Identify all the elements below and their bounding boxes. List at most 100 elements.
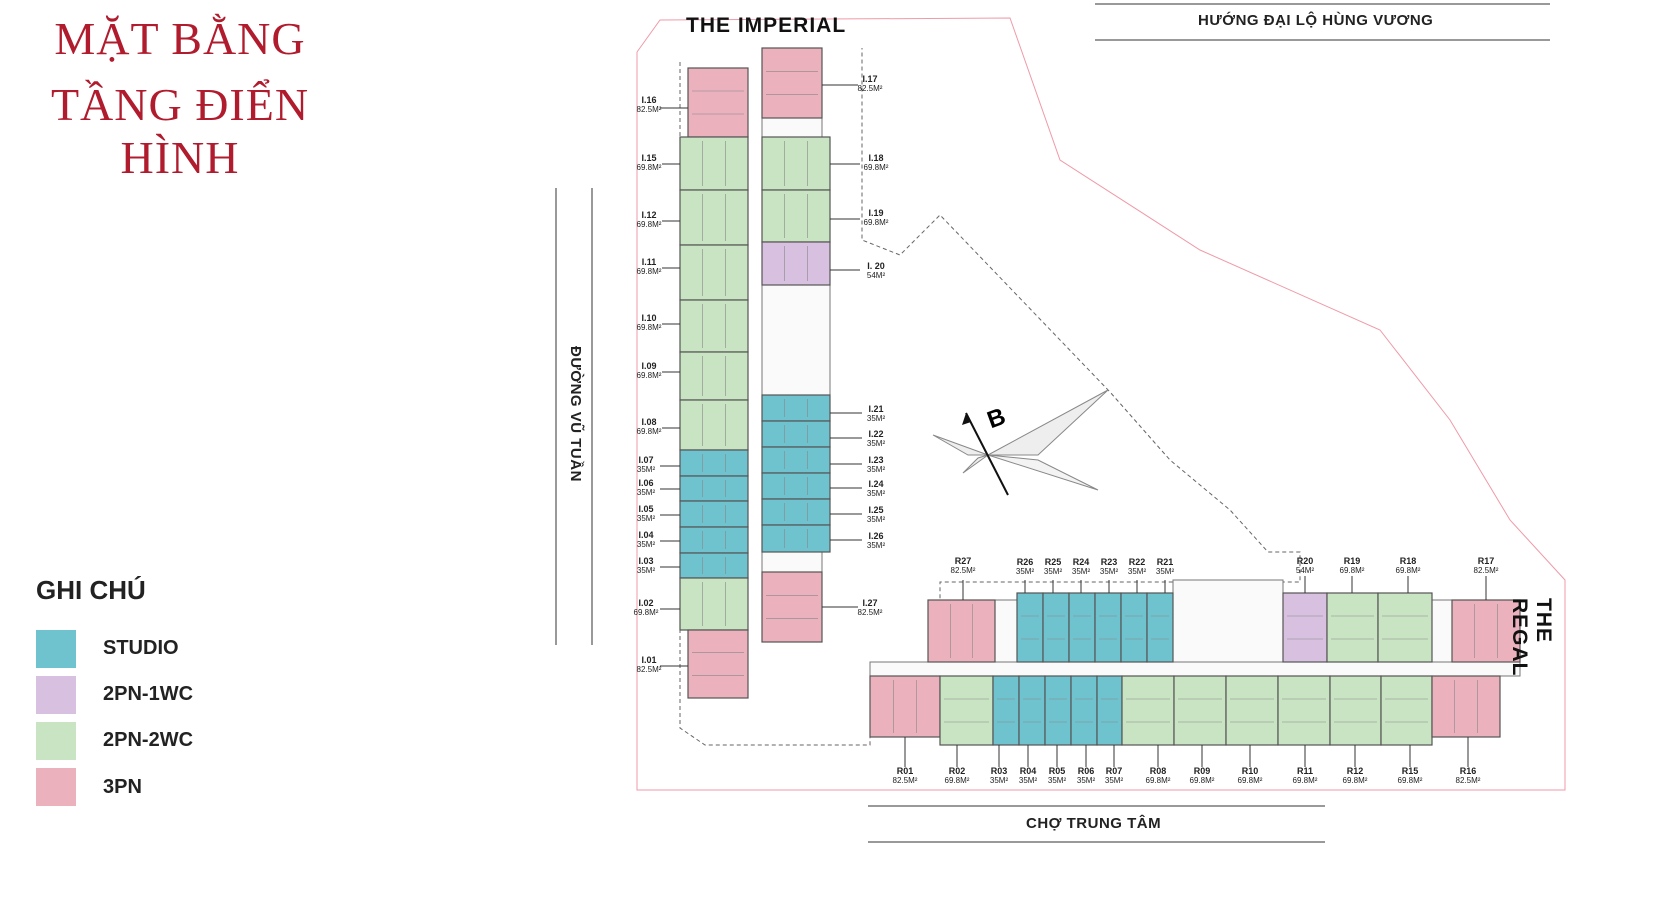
unit-r17[interactable] [1451,599,1521,663]
road-label-bottom: CHỢ TRUNG TÂM [1026,815,1162,832]
unit-i17[interactable] [761,47,823,119]
core-area [1172,579,1284,663]
unit-area: 82.5M² [857,84,883,93]
unit-i27[interactable] [761,571,823,643]
unit-i16[interactable] [687,67,749,138]
unit-id: I.09 [641,361,657,371]
unit-r24[interactable] [1068,592,1096,663]
unit-i11[interactable] [679,244,749,301]
unit-r06[interactable] [1070,675,1098,746]
unit-i18[interactable] [761,136,831,191]
unit-i20[interactable] [761,241,831,286]
unit-area: 69.8M² [1342,776,1368,785]
unit-r19[interactable] [1326,592,1379,663]
unit-i06[interactable] [679,475,749,502]
unit-i19[interactable] [761,189,831,243]
unit-r10[interactable] [1225,675,1279,746]
unit-i21[interactable] [761,394,831,422]
unit-i10[interactable] [679,299,749,353]
unit-r27[interactable] [927,599,996,663]
unit-area: 82.5M² [857,608,883,617]
unit-id: R26 [1016,557,1034,567]
unit-area: 82.5M² [950,566,976,575]
unit-i26[interactable] [761,524,831,553]
unit-area: 82.5M² [892,776,918,785]
unit-r22[interactable] [1120,592,1148,663]
unit-area: 35M² [636,465,656,474]
unit-id: R10 [1241,766,1259,776]
unit-r03[interactable] [992,675,1020,746]
unit-id: I.15 [641,153,657,163]
unit-r25[interactable] [1042,592,1070,663]
unit-id: I.06 [638,478,654,488]
unit-i24[interactable] [761,472,831,500]
unit-r23[interactable] [1094,592,1122,663]
unit-r11[interactable] [1277,675,1331,746]
unit-r15[interactable] [1380,675,1433,746]
unit-r08[interactable] [1121,675,1175,746]
unit-area: 82.5M² [1473,566,1499,575]
unit-id: R17 [1477,556,1495,566]
unit-area: 35M² [636,514,656,523]
unit-id: I.19 [868,208,884,218]
unit-id: R24 [1072,557,1090,567]
unit-i15[interactable] [679,136,749,191]
unit-id: R18 [1399,556,1417,566]
unit-i01[interactable] [687,629,749,699]
unit-id: R15 [1401,766,1419,776]
unit-r05[interactable] [1044,675,1072,746]
legend-title: GHI CHÚ [36,575,146,605]
unit-area: 69.8M² [636,267,662,276]
unit-area: 35M² [1155,567,1175,576]
unit-r04[interactable] [1018,675,1046,746]
core-area [869,661,1521,677]
unit-i04[interactable] [679,526,749,554]
unit-id: R23 [1100,557,1118,567]
unit-r18[interactable] [1377,592,1433,663]
unit-r21[interactable] [1146,592,1174,663]
unit-i02[interactable] [679,577,749,631]
unit-area: 35M² [1015,567,1035,576]
unit-id: I.23 [868,455,884,465]
unit-r01[interactable] [869,675,941,738]
unit-area: 69.8M² [636,323,662,332]
unit-area: 35M² [866,414,886,423]
unit-r20[interactable] [1282,592,1328,663]
unit-i12[interactable] [679,189,749,246]
unit-id: R09 [1193,766,1211,776]
unit-i08[interactable] [679,399,749,451]
unit-i22[interactable] [761,420,831,448]
unit-area: 69.8M² [636,163,662,172]
unit-r26[interactable] [1016,592,1044,663]
unit-r02[interactable] [939,675,994,746]
unit-i03[interactable] [679,552,749,579]
unit-i25[interactable] [761,498,831,526]
unit-r07[interactable] [1096,675,1123,746]
unit-area: 69.8M² [1339,566,1365,575]
unit-i05[interactable] [679,500,749,528]
core-area [994,599,1018,663]
unit-r09[interactable] [1173,675,1227,746]
unit-r12[interactable] [1329,675,1382,746]
unit-i23[interactable] [761,446,831,474]
unit-area: 35M² [636,566,656,575]
core-area [761,117,823,138]
unit-i07[interactable] [679,449,749,477]
unit-r16[interactable] [1431,675,1501,738]
unit-i09[interactable] [679,351,749,401]
unit-area: 35M² [1071,567,1091,576]
